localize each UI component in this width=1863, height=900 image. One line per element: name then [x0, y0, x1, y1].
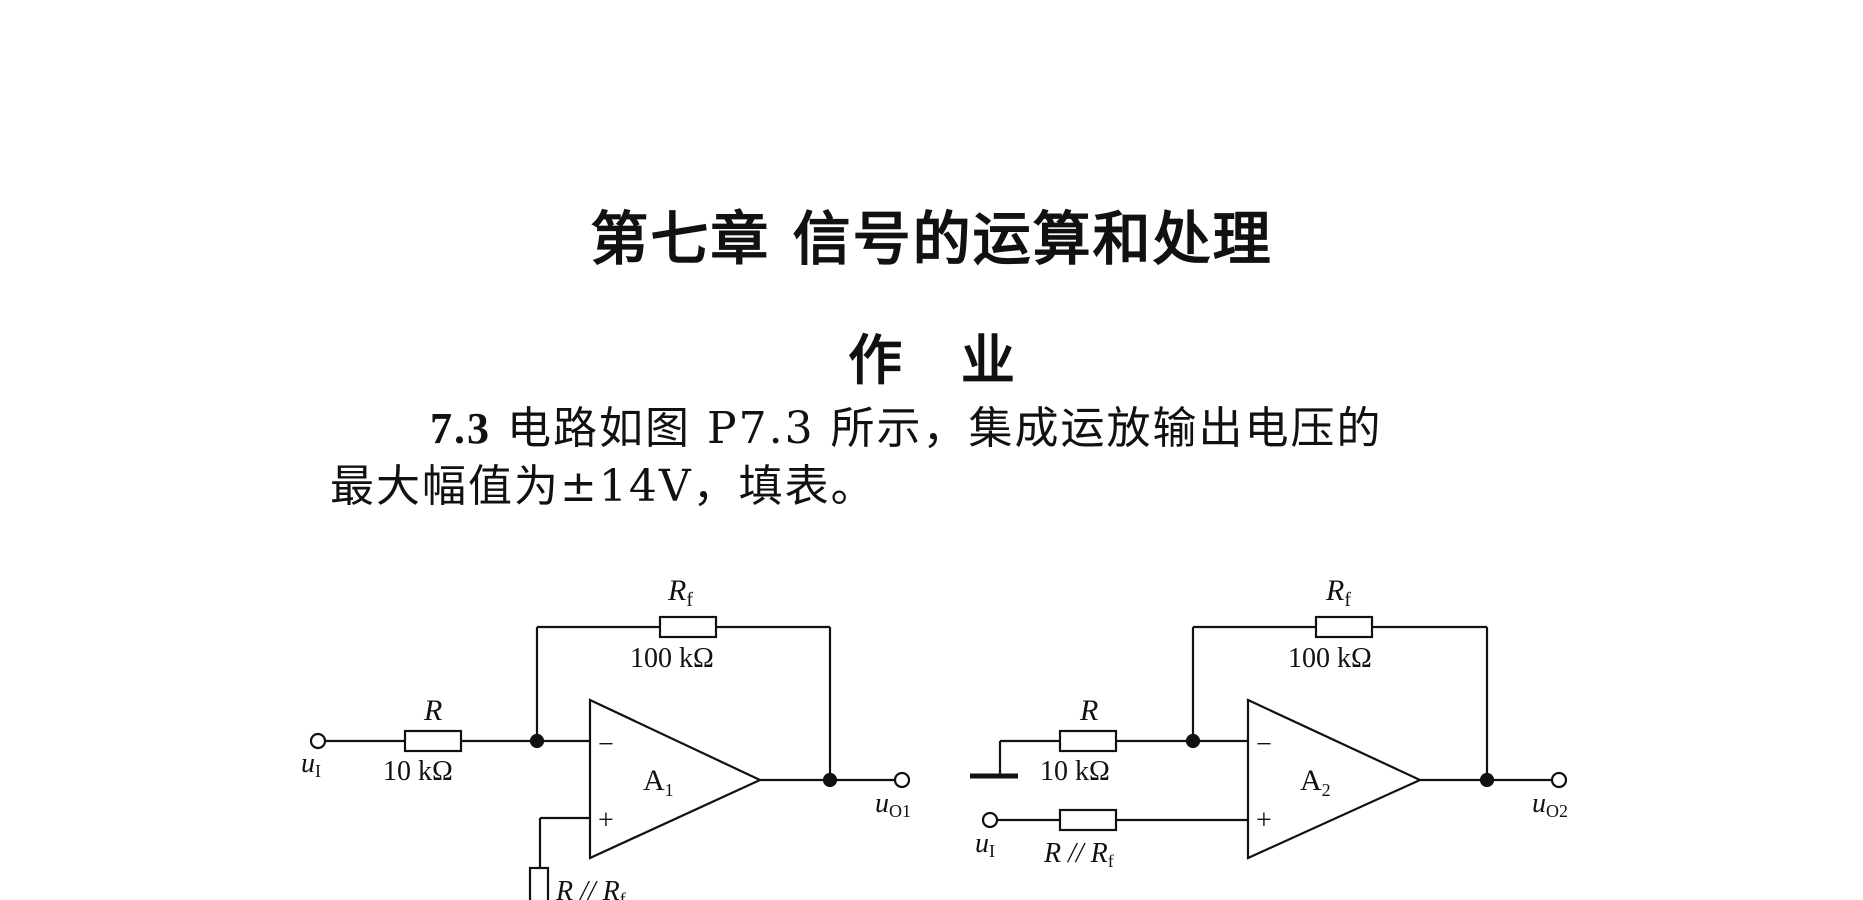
circuit-a-resistor-bias	[528, 866, 550, 900]
circuit-a-resistor-rf	[658, 615, 718, 639]
section-title: 作 业	[848, 329, 1015, 392]
problem-statement-1: 电路如图 P7.3 所示，集成运放输出电压的	[507, 403, 1383, 454]
circuit-b-output-node	[1479, 772, 1495, 788]
circuit-b-bias-label: R // Rf	[1043, 838, 1114, 871]
circuit-b-rf-label: Rf	[1325, 574, 1351, 611]
circuit-a-input-label: uI	[301, 748, 321, 781]
circuit-b-labels: Rf 100 kΩ R 10 kΩ uI − + A2 uO2 R // Rf	[975, 574, 1568, 871]
circuit-b-output-terminal	[1550, 771, 1568, 789]
circuit-a-labels: Rf 100 kΩ R 10 kΩ uI − + A1 uO1 R // Rf	[301, 574, 911, 900]
circuit-a-amp-label: A1	[643, 764, 674, 800]
circuit-b-output-label: uO2	[1532, 788, 1568, 821]
circuit-b-amp-label: A2	[1300, 764, 1331, 800]
circuit-a-r-value: 10 kΩ	[383, 756, 453, 787]
circuit-b-input-terminal	[981, 811, 999, 829]
problem-text: 7.3 电路如图 P7.3 所示，集成运放输出电压的 最大幅值为±14V，填表。	[330, 400, 1550, 516]
circuit-b-resistor-bias	[1058, 808, 1118, 832]
circuit-a-rf-label: Rf	[667, 574, 693, 611]
circuit-b-rf-value: 100 kΩ	[1288, 643, 1372, 674]
circuit-a-minus-sign: −	[598, 729, 614, 760]
circuit-a-input-terminal	[309, 732, 327, 750]
circuit-b-plus-sign: +	[1256, 805, 1272, 836]
circuit-a-output-terminal	[893, 771, 911, 789]
circuit-a-output-label: uO1	[875, 788, 911, 821]
problem-line-1: 7.3 电路如图 P7.3 所示，集成运放输出电压的	[330, 400, 1550, 458]
circuit-a-r-label: R	[423, 694, 442, 727]
circuit-b-resistor-r	[1058, 729, 1118, 753]
circuit-b-resistor-rf	[1314, 615, 1374, 639]
circuit-a-rf-value: 100 kΩ	[630, 643, 714, 674]
circuit-a-bias-label: R // Rf	[555, 876, 626, 900]
circuit-a-plus-sign: +	[598, 805, 614, 836]
circuit-a	[309, 615, 911, 900]
problem-line-2: 最大幅值为±14V，填表。	[330, 461, 877, 512]
circuit-b-opamp	[1246, 698, 1423, 860]
circuit-a-resistor-r	[403, 729, 463, 753]
circuit-b-minus-sign: −	[1256, 729, 1272, 760]
circuit-b-r-label: R	[1079, 694, 1098, 727]
circuit-b	[970, 615, 1568, 860]
problem-number: 7.3	[430, 404, 491, 453]
page-title: 第七章 信号的运算和处理	[590, 205, 1273, 273]
circuit-a-opamp	[588, 698, 763, 860]
circuit-b-r-value: 10 kΩ	[1040, 756, 1110, 787]
circuit-b-input-label: uI	[975, 828, 995, 861]
circuit-a-output-node	[822, 772, 838, 788]
